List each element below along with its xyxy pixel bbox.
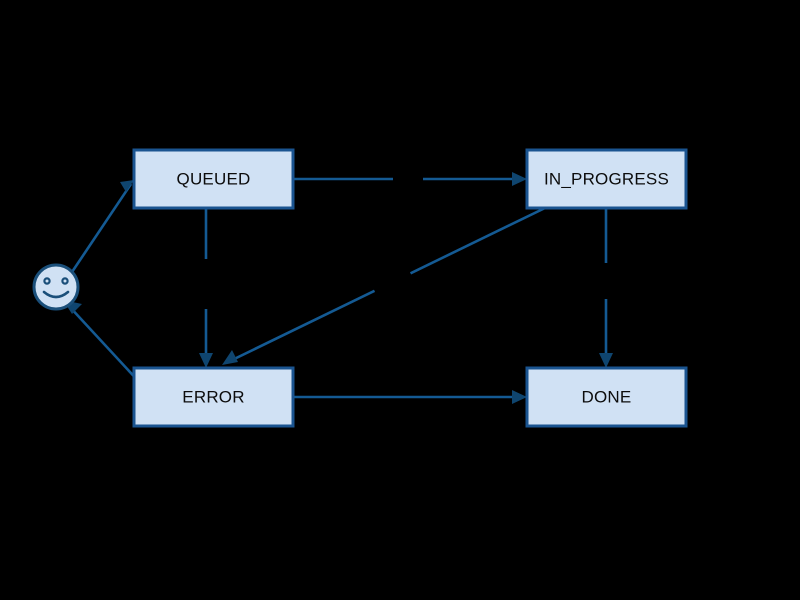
state-label: QUEUED: [177, 169, 251, 188]
node-error[interactable]: ERROR: [132, 366, 295, 428]
arrowhead-icon: [222, 350, 238, 365]
edge-label-backdrop: [200, 259, 212, 309]
edge-queued-to-in-progress[interactable]: [293, 172, 527, 186]
edge-queued-to-error[interactable]: [199, 208, 213, 368]
edge-start-to-queued[interactable]: [70, 180, 134, 273]
arrowhead-icon: [512, 390, 527, 404]
state-label: ERROR: [182, 387, 244, 406]
edge-label-backdrop: [600, 263, 612, 299]
edge-error-to-done[interactable]: [293, 390, 527, 404]
edge-line: [70, 183, 133, 273]
edge-layer: [63, 172, 613, 404]
state-box: [132, 148, 295, 210]
smiley-right-eye-icon: [61, 277, 69, 285]
state-box: [525, 148, 688, 210]
state-box: [132, 366, 295, 428]
node-queued[interactable]: QUEUED: [132, 148, 295, 210]
state-label: IN_PROGRESS: [544, 169, 669, 188]
arrowhead-icon: [120, 180, 134, 192]
arrowhead-icon: [512, 172, 527, 186]
edge-in-progress-to-done[interactable]: [599, 208, 613, 368]
state-label: DONE: [582, 387, 632, 406]
smiley-face-icon: [32, 263, 80, 311]
node-in-progress[interactable]: IN_PROGRESS: [525, 148, 688, 210]
state-box: [525, 366, 688, 428]
arrowhead-icon: [199, 353, 213, 368]
node-layer: QUEUED IN_PROGRESS ERROR DONE: [32, 148, 688, 428]
edge-error-to-start[interactable]: [63, 300, 143, 386]
node-done[interactable]: DONE: [525, 366, 688, 428]
smiley-mouth-icon: [42, 290, 70, 299]
edge-label-backdrop: [393, 173, 423, 185]
arrowhead-icon: [599, 353, 613, 368]
edge-in-progress-to-error[interactable]: [222, 206, 546, 365]
smiley-left-eye-icon: [43, 277, 51, 285]
edge-label-backdrop: [369, 262, 415, 300]
node-start[interactable]: [32, 263, 80, 311]
edge-line: [67, 304, 143, 386]
